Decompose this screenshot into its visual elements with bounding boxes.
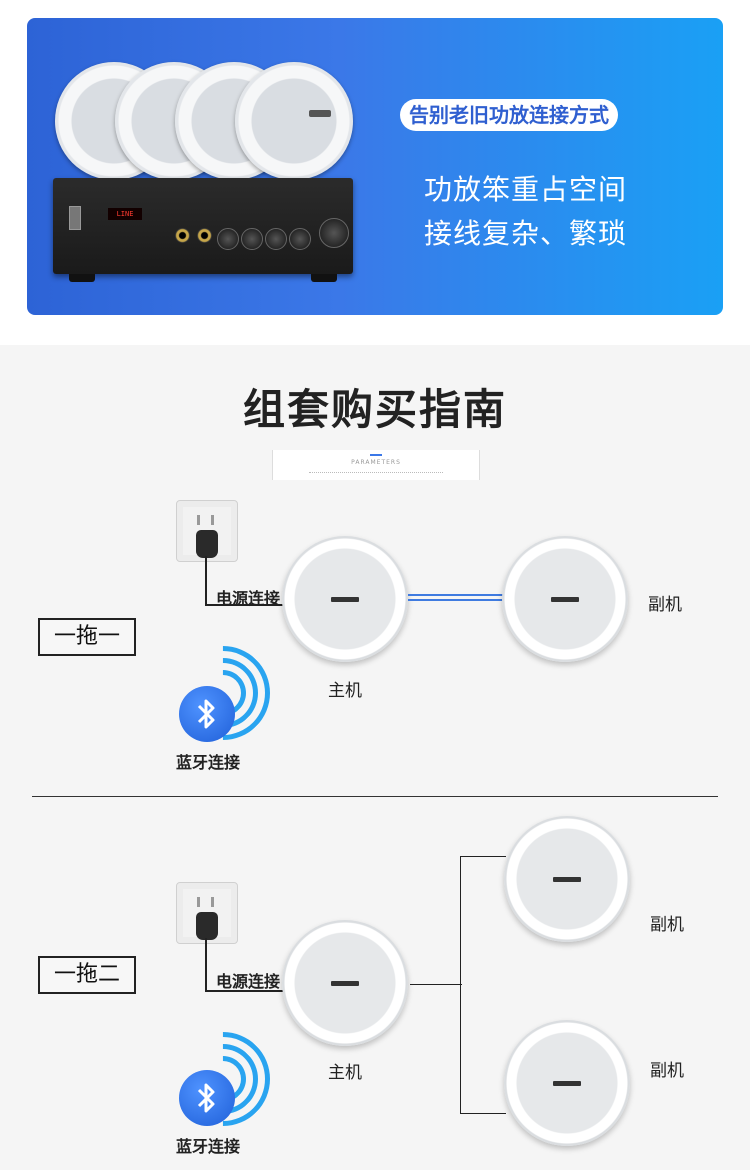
banner-pill: 告别老旧功放连接方式 — [400, 99, 618, 131]
bluetooth-connection-label: 蓝牙连接 — [176, 753, 241, 772]
slave-speaker-2 — [504, 1020, 630, 1146]
amplifier-image: LINE — [53, 178, 353, 282]
volume-knob-icon — [319, 218, 349, 248]
host-speaker — [282, 920, 408, 1046]
host-label: 主机 — [328, 681, 362, 701]
promo-banner: LINE 告别老旧功放连接方式 功放笨重占空间 接线复杂、繁琐 — [27, 18, 723, 315]
host-label: 主机 — [328, 1063, 362, 1083]
amp-display: LINE — [108, 208, 142, 220]
power-connection-label: 电源连接 — [216, 972, 281, 991]
slave-speaker — [502, 536, 628, 662]
slave-label: 副机 — [648, 595, 682, 615]
mode-one-to-two: 一拖二 — [38, 956, 136, 994]
host-speaker — [282, 536, 408, 662]
knob-icon — [241, 228, 263, 250]
knob-icon — [217, 228, 239, 250]
banner-feature-2: 接线复杂、繁琐 — [424, 217, 628, 250]
knob-icon — [289, 228, 311, 250]
bluetooth-icon — [179, 686, 235, 742]
power-plug-icon — [196, 912, 218, 940]
mode-one-to-one: 一拖一 — [38, 618, 136, 656]
page-title: 组套购买指南 — [242, 385, 507, 434]
slave-speaker-1 — [504, 816, 630, 942]
section-divider — [32, 796, 718, 797]
ceiling-speaker-image — [235, 62, 353, 180]
power-plug-icon — [196, 530, 218, 558]
knob-icon — [265, 228, 287, 250]
power-switch-icon — [69, 206, 81, 230]
banner-feature-1: 功放笨重占空间 — [424, 173, 628, 206]
slave-label-1: 副机 — [650, 915, 684, 935]
mic-jack-icon — [175, 228, 190, 243]
mic-jack-icon — [197, 228, 212, 243]
slave-label-2: 副机 — [650, 1061, 684, 1081]
power-connection-label: 电源连接 — [216, 589, 281, 608]
bluetooth-icon — [179, 1070, 235, 1126]
parameters-label: PARAMETERS — [351, 459, 401, 466]
parameters-box: PARAMETERS — [272, 450, 480, 480]
bluetooth-connection-label: 蓝牙连接 — [176, 1137, 241, 1156]
